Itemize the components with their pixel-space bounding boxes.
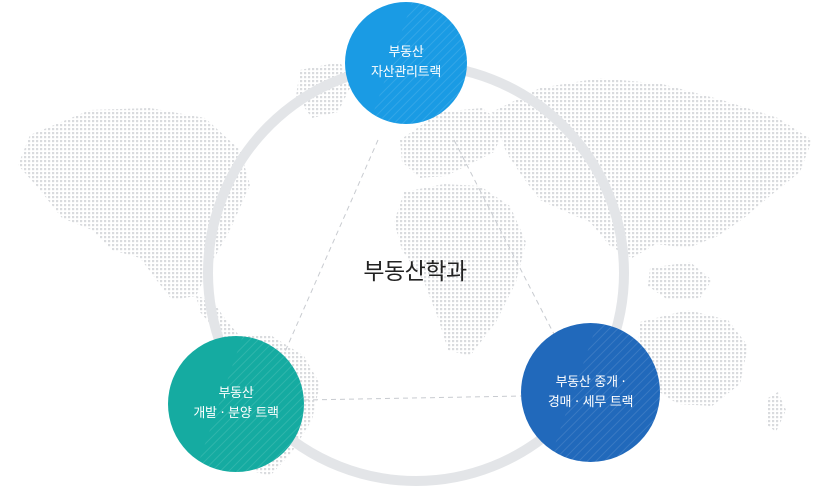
department-title: 부동산학과 <box>363 259 467 285</box>
connector-top-left <box>283 139 379 355</box>
node-left-line2: 개발 · 분양 트랙 <box>193 406 279 421</box>
node-top-line1: 부동산 <box>388 45 424 60</box>
development-sales-track-node: 부동산 개발 · 분양 트랙 <box>168 336 304 472</box>
node-right-line1: 부동산 중개 · <box>555 374 626 390</box>
node-top-line2: 자산관리트랙 <box>371 65 441 80</box>
connector-top-right <box>453 139 557 339</box>
asset-management-track-node: 부동산 자산관리트랙 <box>345 2 467 124</box>
node-right-line2: 경매 · 세무 트랙 <box>547 394 634 410</box>
node-left-line1: 부동산 <box>218 386 254 401</box>
brokerage-auction-tax-track-node: 부동산 중개 · 경매 · 세무 트랙 <box>521 323 660 462</box>
connector-left-right <box>303 395 523 401</box>
